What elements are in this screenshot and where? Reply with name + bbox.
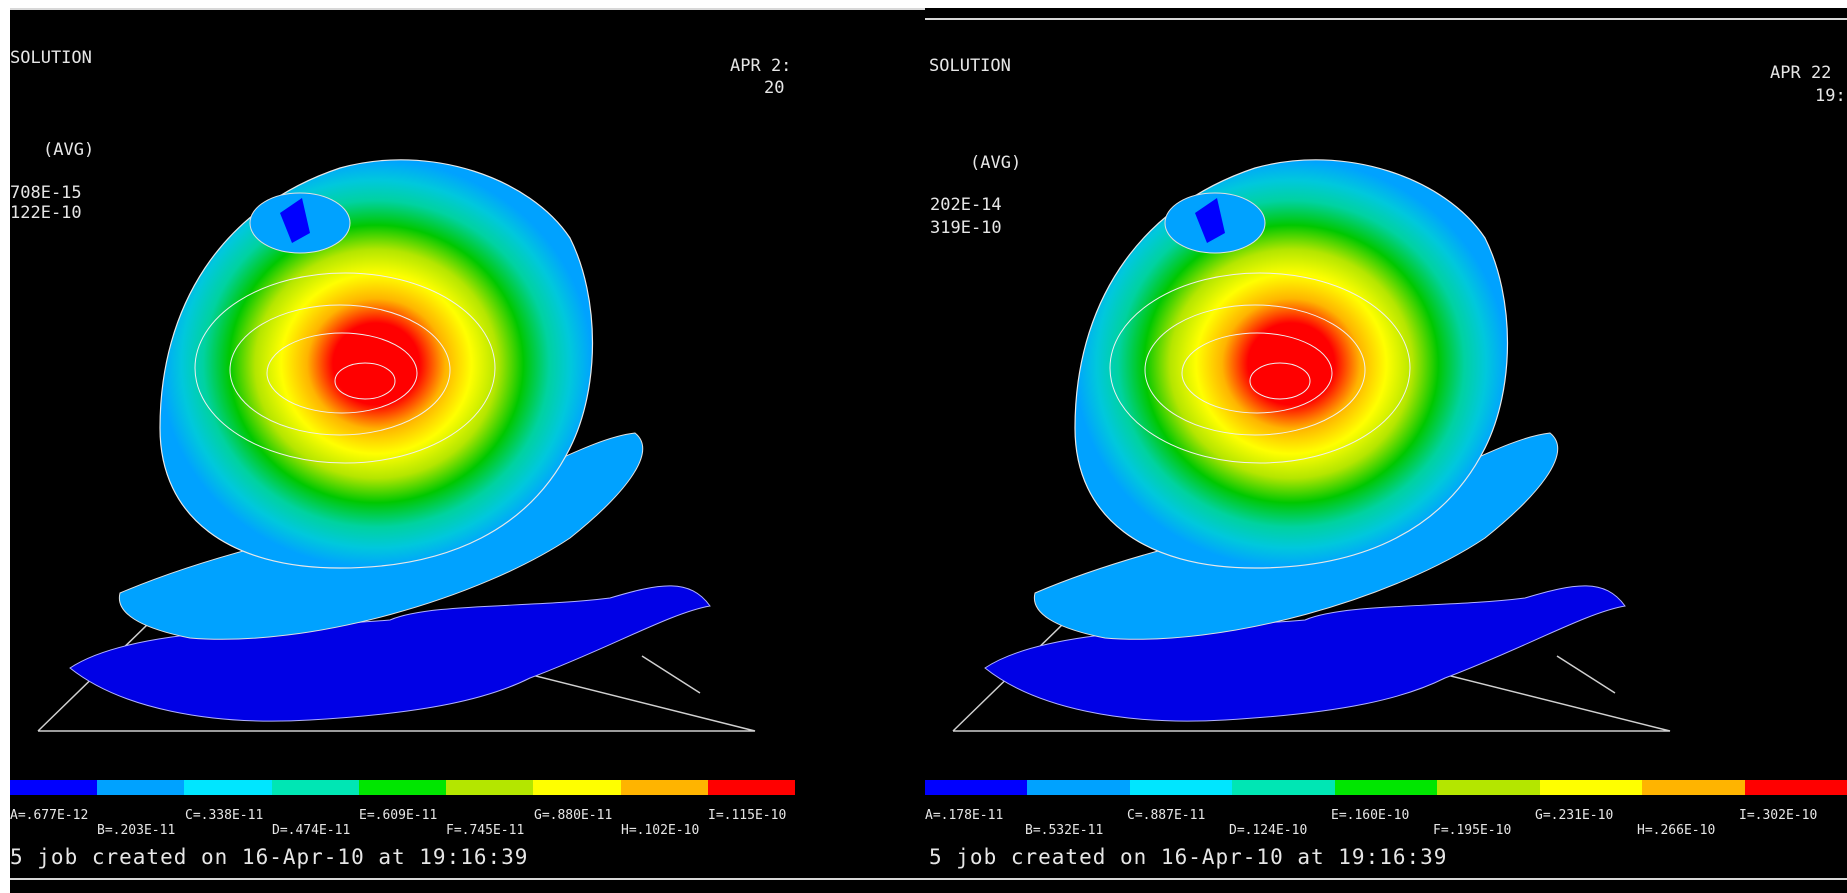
graphics-window-right: SOLUTION APR 22 19: (AVG) 202E-14 319E-1… [925,8,1847,893]
legend-e: E=.160E-10 [1331,808,1410,823]
legend-a: A=.677E-12 [10,808,89,823]
contour-legend-bar [10,780,795,795]
legend-h: H=.266E-10 [1637,823,1716,838]
time-label: 20 [764,78,785,98]
smx-value: 122E-10 [10,203,82,223]
bottom-border [10,878,932,880]
solution-title: SOLUTION [929,56,1011,76]
legend-c: C=.887E-11 [1127,808,1206,823]
legend-f: F=.745E-11 [446,823,525,838]
contour-plot [37,159,756,732]
legend-h: H=.102E-10 [621,823,700,838]
legend-a: A=.178E-11 [925,808,1004,823]
legend-e: E=.609E-11 [359,808,438,823]
graphics-window-left: SOLUTION APR 2: 20 (AVG) 708E-15 122E-10 [10,8,932,893]
avg-label: (AVG) [43,140,95,160]
legend-c: C=.338E-11 [185,808,264,823]
legend-d: D=.124E-10 [1229,823,1308,838]
legend-i: I=.115E-10 [708,808,787,823]
legend-b: B=.203E-11 [97,823,176,838]
tube-inner [280,198,310,243]
legend-f: F=.195E-10 [1433,823,1512,838]
contour-plot [952,159,1671,732]
smx-value: 319E-10 [930,218,1002,238]
date-label: APR 22 [1770,63,1832,83]
legend-g: G=.880E-11 [534,808,613,823]
contour-legend-bar [925,780,1847,795]
time-label: 19: [1815,86,1846,106]
legend-b: B=.532E-11 [1025,823,1104,838]
tube-inner [1195,198,1225,243]
date-label: APR 2: [730,56,792,76]
legend-d: D=.474E-11 [272,823,351,838]
legend-i: I=.302E-10 [1739,808,1818,823]
smn-value: 708E-15 [10,183,82,203]
job-footer: 5 job created on 16-Apr-10 at 19:16:39 [10,845,529,869]
solution-title: SOLUTION [10,48,92,68]
job-footer: 5 job created on 16-Apr-10 at 19:16:39 [929,845,1448,869]
top-border [925,18,1847,20]
legend-g: G=.231E-10 [1535,808,1614,823]
avg-label: (AVG) [970,153,1022,173]
smn-value: 202E-14 [930,195,1002,215]
bottom-border [925,878,1847,880]
top-border [10,8,932,10]
